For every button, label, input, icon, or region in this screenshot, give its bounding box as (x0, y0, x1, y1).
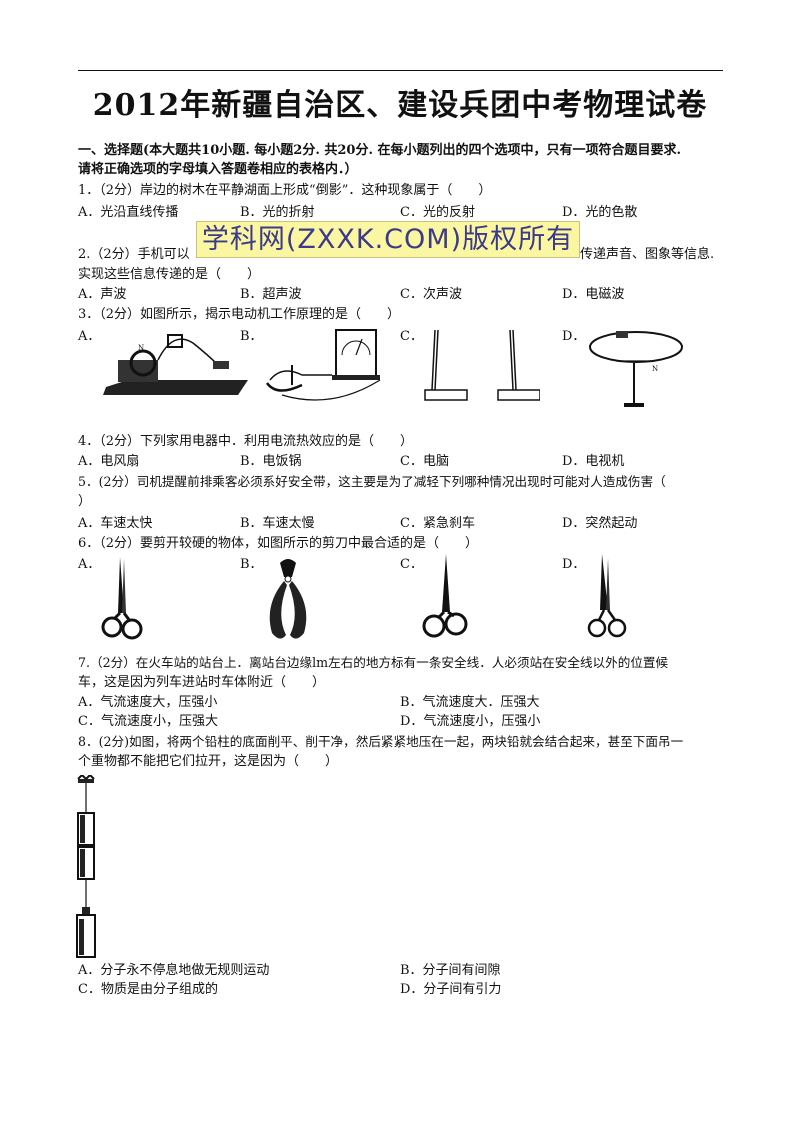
q1-option-a: A．光沿直线传播 (78, 205, 179, 220)
q3-option-c: C． (400, 329, 423, 344)
q5-stem: 5．(2分）司机提醒前排乘客必须系好安全带，这主要是为了减轻下列哪种情况出现时可… (78, 474, 666, 489)
q2-stem-line2: 实现这些信息传递的是（ ） (78, 267, 261, 282)
q8-stem: 8．(2分)如图，将两个铅柱的底面削平、削干净，然后紧紧地压在一起，两块铅就会结… (78, 734, 684, 749)
top-rule (78, 70, 723, 71)
q8-figure-lead-cylinders (76, 775, 96, 958)
q1-option-d: D．光的色散 (562, 205, 638, 220)
q3-figure-d-compass-coil: N (589, 331, 683, 407)
q5-option-c: C．紧急刹车 (400, 516, 475, 531)
q6-option-b: B． (240, 557, 263, 572)
q2-option-a: A．声波 (78, 287, 127, 302)
q7-option-d: D．气流速度小，压强小 (400, 714, 541, 729)
q8-option-b: B．分子间有间隙 (400, 963, 501, 978)
section-instructions-line2: 请将正确选项的字母填入答题卷相应的表格内．） (78, 162, 358, 177)
q4-option-a: A．电风扇 (78, 454, 140, 469)
q8-option-c: C．物质是由分子组成的 (78, 982, 218, 997)
q3-option-a: A． (78, 329, 101, 344)
q1-option-c: C．光的反射 (400, 205, 475, 220)
q7-stem: 7.（2分）在火车站的站台上．离站台边缘lm左右的地方标有一条安全线．人必须站在… (78, 655, 669, 670)
q3-figure-c-magnet-rods (424, 329, 540, 401)
q3-option-b: B． (240, 329, 263, 344)
q2-stem-left: 2.（2分）手机可以 (78, 247, 190, 262)
q8-option-a: A．分子永不停息地做无规则运动 (78, 963, 270, 978)
q4-option-c: C．电脑 (400, 454, 449, 469)
q4-stem: 4．（2分）下列家用电器中．利用电流热效应的是（ ） (78, 434, 414, 449)
q3-stem: 3．（2分）如图所示，揭示电动机工作原理的是（ ） (78, 307, 401, 322)
section-instructions-line1: 一、选择题(本大题共10小题. 每小题2分. 共20分. 在每小题列出的四个选项… (78, 143, 682, 158)
q4-option-d: D．电视机 (562, 454, 625, 469)
q8-stem-line2: 个重物都不能把它们拉开，这是因为（ ） (78, 754, 339, 769)
page-title: 2012年新疆自治区、建设兵团中考物理试卷 (92, 88, 708, 123)
q2-stem-right: 传递声音、图象等信息. (580, 247, 715, 262)
q5-option-b: B．车速太慢 (240, 516, 315, 531)
q8-option-d: D．分子间有引力 (400, 982, 502, 997)
q7-stem-line2: 车，这是因为列车进站时车体附近（ ） (78, 675, 326, 690)
q6-stem: 6．（2分）要剪开较硬的物体，如图所示的剪刀中最合适的是（ ） (78, 536, 479, 551)
q7-option-b: B．气流速度大．压强大 (400, 695, 540, 710)
q2-option-d: D．电磁波 (562, 287, 625, 302)
q2-option-b: B．超声波 (240, 287, 302, 302)
q3-figure-a-generator-diagram: N (103, 334, 248, 395)
q3-option-d: D． (562, 329, 586, 344)
q6-option-a: A． (78, 557, 101, 572)
q5-option-d: D．突然起动 (562, 516, 638, 531)
q5-option-a: A．车速太快 (78, 516, 153, 531)
q7-option-a: A．气流速度大，压强小 (78, 695, 218, 710)
q6-figure-a-long-scissors (101, 557, 143, 640)
q6-figure-d-thin-scissors (587, 554, 627, 638)
q6-figure-c-angled-scissors (422, 554, 468, 638)
q3-figure-b-galvanometer-diagram (265, 329, 381, 401)
q7-option-c: C．气流速度小，压强大 (78, 714, 218, 729)
watermark-banner: 学科网(ZXXK.COM)版权所有 (196, 221, 580, 258)
q6-option-d: D． (562, 557, 586, 572)
q1-stem: 1．（2分）岸边的树木在平静湖面上形成“倒影”．这种现象属于（ ） (78, 183, 492, 198)
q1-option-b: B．光的折射 (240, 205, 315, 220)
q5-stem-close: ） (78, 494, 92, 509)
svg-text:N: N (652, 365, 658, 373)
q2-option-c: C．次声波 (400, 287, 462, 302)
q4-option-b: B．电饭锅 (240, 454, 302, 469)
svg-text:N: N (138, 344, 144, 352)
q6-figure-b-short-blade-cutters (269, 559, 307, 639)
q6-option-c: C． (400, 557, 423, 572)
